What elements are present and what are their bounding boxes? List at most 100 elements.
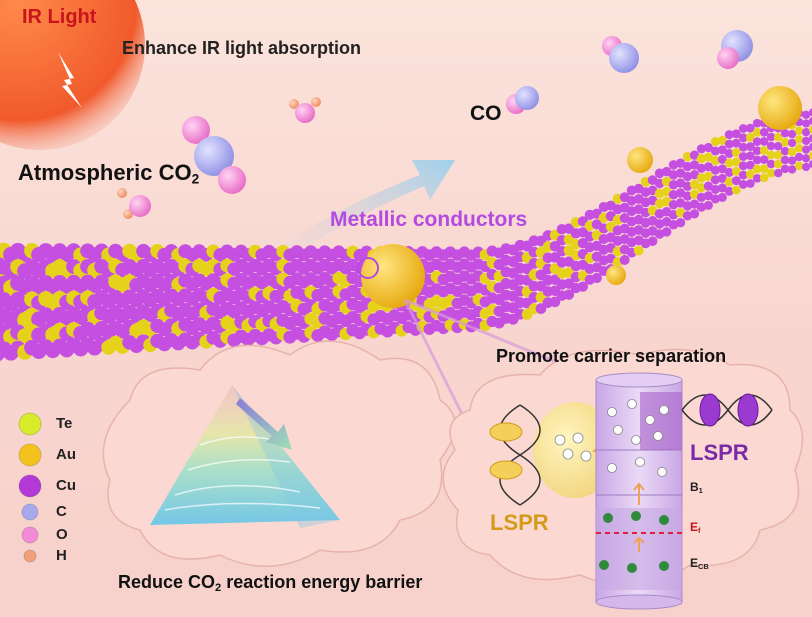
fiber-atom: [801, 110, 811, 119]
band-ef-label: Ef: [690, 520, 701, 535]
fiber-atom: [745, 169, 755, 179]
fiber-atom: [745, 151, 755, 161]
fiber-atom: [724, 177, 734, 187]
fiber-atom: [717, 135, 727, 145]
reduce-label: Reduce CO2 reaction energy barrier: [118, 572, 422, 594]
lspr-wave-right: [681, 393, 773, 427]
fiber-atom: [724, 186, 734, 196]
fiber-atom: [689, 209, 700, 219]
fiber-atom: [710, 146, 720, 156]
fiber-atom: [766, 132, 776, 142]
fiber-atom: [787, 147, 797, 156]
fiber-atom: [787, 156, 797, 165]
fiber-atom: [808, 134, 812, 143]
fiber-atom: [675, 208, 686, 218]
ecb-sub: CB: [698, 561, 709, 571]
fiber-atom: [696, 183, 707, 193]
fiber-atom: [731, 157, 741, 167]
fiber-atom: [682, 201, 693, 211]
fiber-atom: [780, 137, 790, 147]
fiber-atom: [745, 179, 755, 188]
contact-point: [357, 257, 379, 279]
fiber-atom: [724, 139, 734, 149]
fiber-atom: [689, 179, 700, 190]
legend-label-o: O: [56, 526, 68, 543]
fiber-atom: [801, 162, 811, 172]
fiber-atom: [738, 133, 748, 143]
fiber-atom: [731, 176, 741, 186]
band-b1-label: B1: [690, 480, 703, 495]
fiber-atom: [752, 173, 762, 183]
co-molecule-top: [602, 36, 639, 73]
h2o-molecule-small: [117, 188, 151, 219]
au-nanoparticle: [361, 244, 425, 308]
fiber-atom: [710, 184, 720, 194]
fiber-atom: [738, 152, 748, 161]
fiber-atom: [808, 116, 812, 125]
ecb-main: E: [690, 556, 699, 570]
fiber-atom: [717, 145, 727, 155]
fiber-atom: [808, 151, 812, 160]
band-ecb-label: ECB: [690, 556, 709, 571]
reduce-prefix: Reduce CO: [118, 572, 216, 592]
fiber-atom: [682, 211, 693, 221]
fiber-atom: [752, 146, 762, 156]
fiber-atom: [717, 192, 727, 202]
fiber-atom: [780, 146, 790, 156]
reduce-suffix: reaction energy barrier: [221, 572, 423, 592]
fiber-atom: [682, 152, 693, 162]
fiber-atom: [731, 148, 741, 158]
fiber-atom: [710, 156, 720, 166]
fiber-atom: [759, 146, 769, 155]
fiber-atom: [738, 142, 748, 152]
lightning-icon: [58, 52, 82, 108]
legend-label-te: Te: [56, 415, 73, 432]
fiber-atom: [808, 160, 812, 169]
fiber-atom: [682, 171, 693, 182]
fiber-atom: [731, 166, 741, 176]
legend-dot-cu: [18, 474, 42, 498]
lspr-right-label: LSPR: [690, 440, 749, 465]
fiber-atom: [703, 142, 713, 153]
fiber-atom: [759, 164, 769, 174]
fiber-atom: [689, 150, 700, 160]
fiber-atom: [773, 168, 783, 178]
fiber-atom: [710, 165, 720, 175]
fiber-atom: [703, 200, 713, 210]
fiber-atom: [773, 141, 783, 151]
fiber-atom: [801, 136, 811, 146]
fiber-atom: [794, 126, 804, 135]
fiber-atom: [689, 189, 700, 199]
fiber-atom: [689, 160, 700, 170]
legend-label-au: Au: [56, 446, 76, 463]
fiber-atom: [766, 141, 776, 151]
fiber-atom: [738, 179, 748, 189]
fiber-atom: [752, 155, 762, 165]
fiber-atom: [703, 162, 713, 172]
fiber-atom: [794, 161, 804, 171]
fiber-atom: [717, 183, 727, 193]
legend-label-c: C: [56, 503, 67, 520]
legend-dot-te: [18, 412, 42, 436]
fiber-atom: [549, 296, 561, 308]
fiber-atom: [801, 154, 811, 163]
fiber-atom: [780, 129, 790, 138]
fiber-atom: [752, 137, 762, 146]
fiber-atom: [724, 130, 734, 140]
legend-dot-h: [23, 549, 37, 563]
fiber-atom: [724, 158, 734, 168]
fiber-atom: [801, 145, 811, 154]
fiber-atom: [675, 217, 686, 228]
fiber-atom: [535, 303, 547, 314]
fiber-atom: [808, 125, 812, 134]
fiber-atom: [808, 142, 812, 151]
fiber-atom: [717, 154, 727, 164]
au-nanoparticle-top: [758, 86, 802, 130]
fiber-atom: [703, 191, 713, 201]
legend-dot-au: [18, 443, 42, 467]
co2-molecule-top: [182, 116, 246, 194]
fiber-atom: [696, 192, 707, 203]
fiber-atom: [724, 167, 734, 177]
fiber-atom: [675, 158, 686, 168]
atmospheric-co2-label: Atmospheric CO2: [18, 160, 199, 186]
